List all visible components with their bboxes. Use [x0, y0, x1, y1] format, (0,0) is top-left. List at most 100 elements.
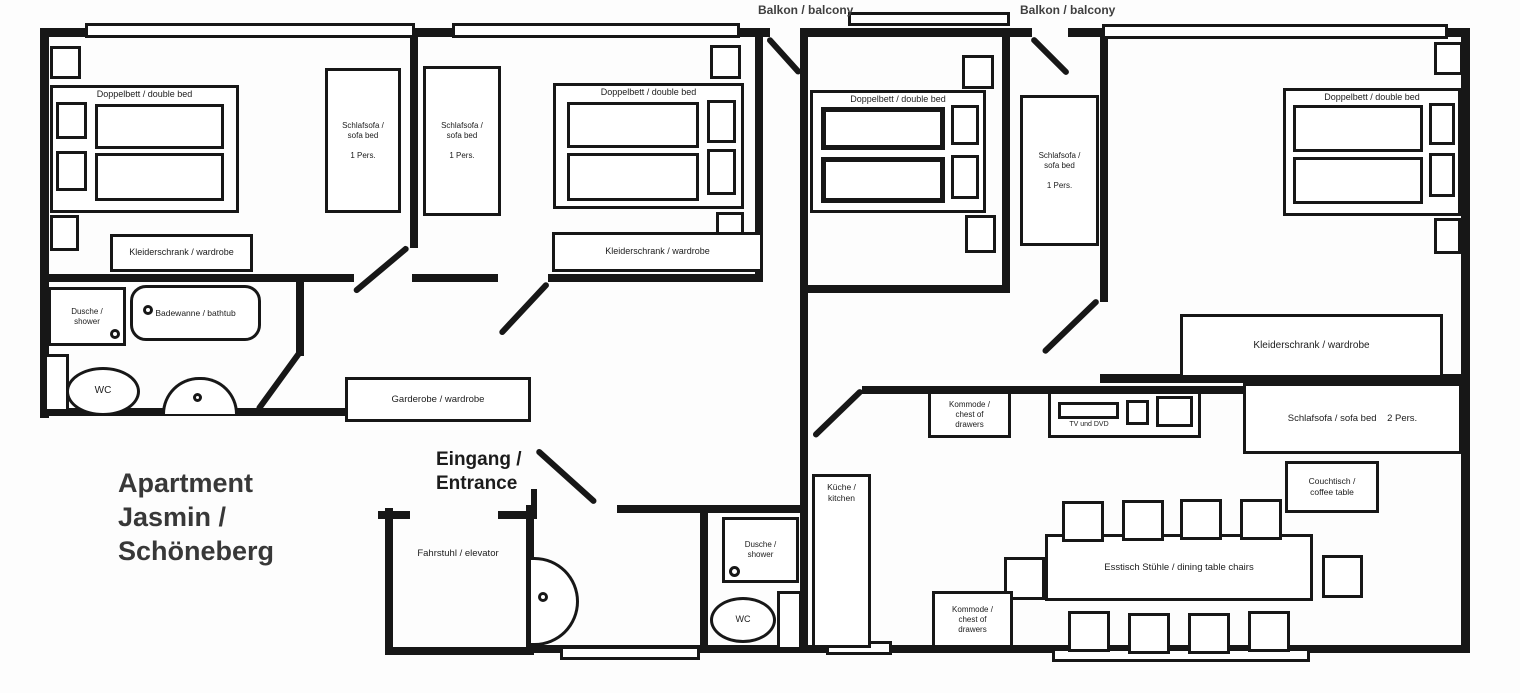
toilet: WC: [66, 367, 140, 416]
nightstand: [1434, 42, 1463, 75]
window-bedroom2: [452, 23, 740, 38]
wall-shower-room-left: [700, 508, 708, 648]
chair: [1004, 557, 1045, 600]
washbasin-tap: [193, 393, 202, 402]
pillow: [56, 151, 87, 191]
wall-entrance-stub: [531, 489, 537, 519]
entrance-label: Eingang / Entrance: [436, 449, 522, 494]
wall-bedroom3-left: [800, 37, 808, 650]
wall-bottom-main: [533, 645, 1470, 653]
door-swing-living-right: [1041, 297, 1101, 355]
wall-left: [40, 28, 49, 418]
door-swing-balcony-right: [1029, 35, 1071, 77]
mattress: [95, 153, 224, 201]
mattress: [821, 157, 945, 203]
door-swing-living-left: [811, 387, 865, 439]
coffee-table: Couchtisch / coffee table: [1285, 461, 1379, 513]
wall-hall-top-3: [548, 274, 762, 282]
wall-elevator-top-2: [498, 511, 532, 519]
wardrobe: Kleiderschrank / wardrobe: [552, 232, 763, 272]
pillow: [951, 105, 979, 145]
sofa-bed: Schlafsofa / sofa bed 1 Pers.: [1020, 95, 1099, 246]
sofa-bed-living: Schlafsofa / sofa bed 2 Pers.: [1243, 383, 1462, 454]
bed-label: Doppelbett / double bed: [1324, 92, 1420, 102]
pillow: [951, 155, 979, 199]
door-swing-bathroom1: [255, 350, 303, 413]
dining-table: Esstisch Stühle / dining table chairs: [1045, 534, 1313, 601]
chair: [1128, 613, 1170, 654]
sofa-bed: Schlafsofa / sofa bed 1 Pers.: [423, 66, 501, 216]
nightstand: [962, 55, 994, 89]
shower-drain: [110, 329, 120, 339]
page-title: Apartment Jasmin / Schöneberg: [118, 468, 275, 566]
elevator-label: Fahrstuhl / elevator: [417, 548, 499, 559]
balcony-label-left: Balkon / balcony: [758, 3, 854, 17]
wall-elevator-right: [526, 505, 534, 655]
pillow: [1429, 103, 1455, 145]
mattress: [567, 153, 699, 201]
bed-label: Doppelbett / double bed: [96, 89, 193, 99]
chair: [1322, 555, 1363, 598]
wall-tv: [862, 386, 1243, 394]
balcony-railing-left: [848, 12, 1010, 26]
wardrobe: Kleiderschrank / wardrobe: [1180, 314, 1443, 378]
wall-bath-right: [296, 282, 304, 356]
pillow: [707, 149, 736, 195]
wall-hall-top-2: [412, 274, 498, 282]
window-bottom-3: [1052, 648, 1310, 662]
nightstand: [50, 215, 79, 251]
bathtub: Badewanne / bathtub: [130, 285, 261, 341]
chair: [1248, 611, 1290, 652]
toilet: WC: [710, 597, 776, 643]
window-bedroom1: [85, 23, 415, 38]
wardrobe: Kleiderschrank / wardrobe: [110, 234, 253, 272]
window-bedroom4: [1102, 24, 1448, 39]
mattress: [567, 102, 699, 148]
door-swing-balcony-left: [765, 35, 803, 76]
mattress: [1293, 157, 1423, 204]
pillow: [1429, 153, 1455, 197]
kitchen-unit: Küche / kitchen: [812, 474, 871, 648]
wall-entrance-top: [617, 505, 800, 513]
chair: [1180, 499, 1222, 540]
wall-top-b: [800, 28, 1032, 37]
tv-unit: TV und DVD: [1048, 391, 1201, 438]
chair: [1240, 499, 1282, 540]
chair: [1188, 613, 1230, 654]
dresser: Kommode / chest of drawers: [932, 591, 1013, 648]
door-swing-bedroom2: [498, 280, 551, 337]
wall-bath-top: [40, 274, 304, 282]
bed-frame: Doppelbett / double bed: [810, 90, 986, 213]
bed-label: Doppelbett / double bed: [850, 94, 946, 104]
wall-bedroom4-left: [1100, 37, 1108, 302]
wall-bedroom3-right: [1002, 37, 1010, 293]
speaker: [1126, 400, 1149, 425]
shower-drain: [729, 566, 740, 577]
wall-elevator-top-1: [378, 511, 410, 519]
chair: [1122, 500, 1164, 541]
wall-bedroom1-right: [410, 37, 418, 248]
wall-elevator-left: [385, 508, 393, 655]
tv-label: TV und DVD: [1069, 421, 1109, 428]
mattress: [1293, 105, 1423, 152]
wall-hall-top-1: [296, 274, 354, 282]
washbasin: [531, 557, 579, 646]
bathtub-faucet: [143, 305, 153, 315]
wall-elevator-bottom: [385, 647, 533, 655]
door-swing-entrance: [534, 447, 598, 506]
wall-right: [1461, 28, 1470, 652]
speaker: [1156, 396, 1193, 427]
balcony-label-right: Balkon / balcony: [1020, 3, 1116, 17]
nightstand: [1434, 218, 1461, 254]
wall-bedroom2-right: [755, 37, 763, 282]
pillow: [56, 102, 87, 139]
cistern: [777, 591, 802, 650]
radiator: [44, 354, 69, 412]
dresser: Kommode / chest of drawers: [928, 391, 1011, 438]
bed-frame: Doppelbett / double bed: [1283, 88, 1461, 216]
mattress: [95, 104, 224, 149]
washbasin-tap: [538, 592, 548, 602]
door-swing-bedroom1: [352, 244, 410, 295]
coat-rack: Garderobe / wardrobe: [345, 377, 531, 422]
